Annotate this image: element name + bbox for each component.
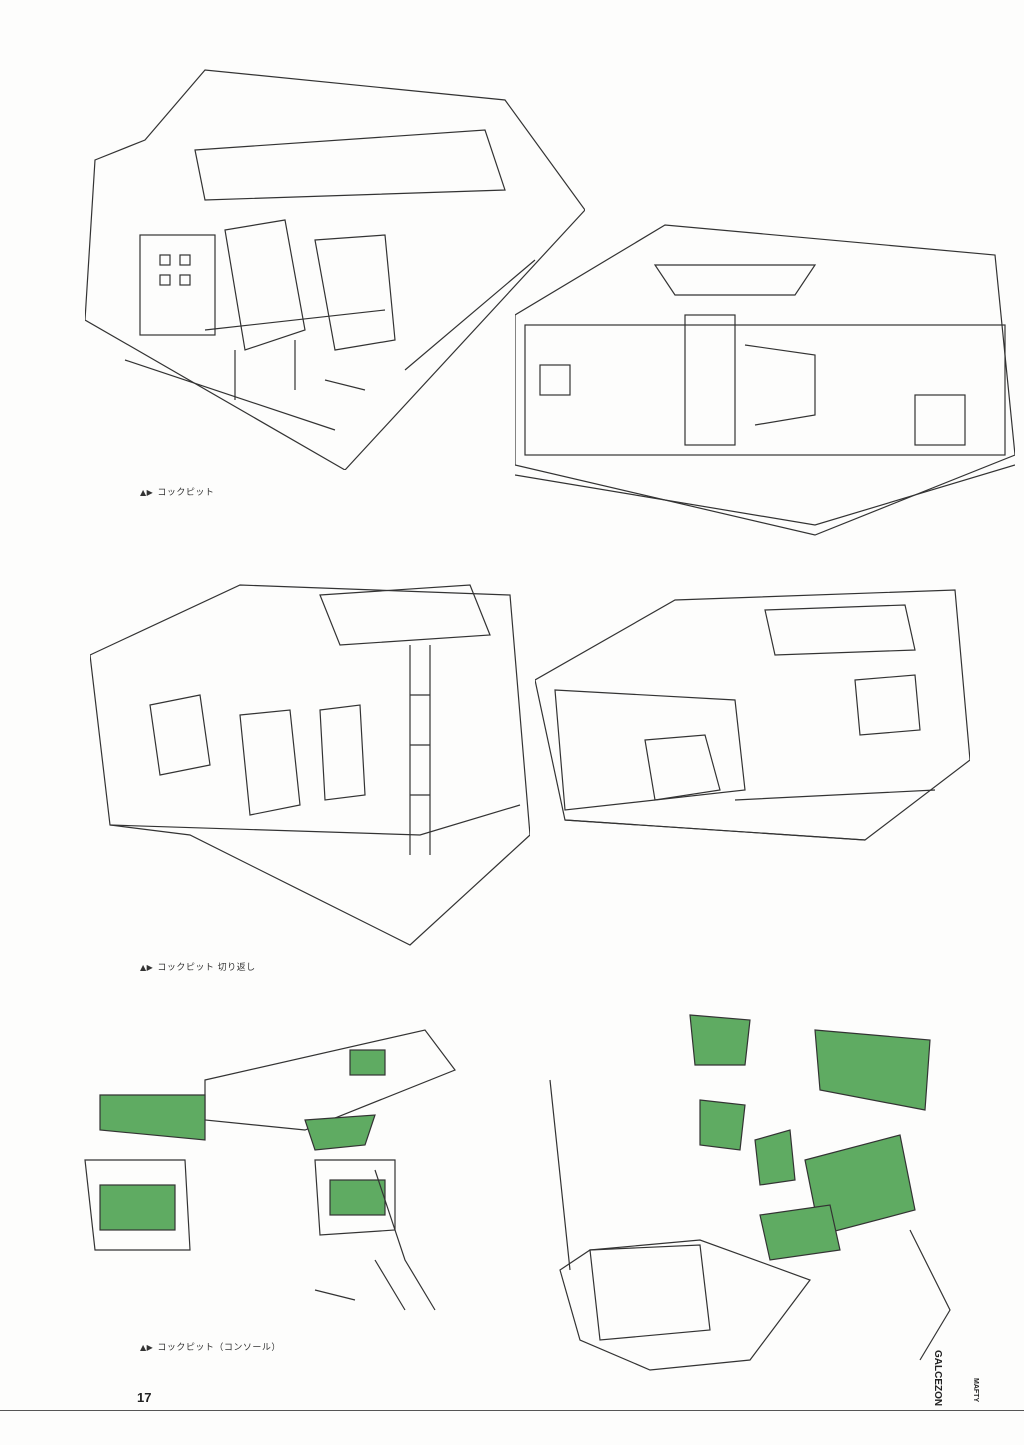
brand-mafty: MAFTY <box>972 1378 979 1403</box>
cockpit-reverse-illustration-1 <box>89 545 531 950</box>
caption-text: コックピット（コンソール） <box>157 1343 281 1353</box>
brand-galcezon: GALCEZON <box>932 1350 943 1407</box>
console-illustration-2 <box>530 1010 980 1390</box>
console-illustration-1 <box>75 1020 475 1320</box>
footer-rule <box>0 1410 1024 1411</box>
caption-cockpit-reverse: ▲▶コックピット 切り返し <box>140 960 256 973</box>
caption-mark: ▲▶ <box>140 1343 154 1352</box>
cockpit-illustration-1 <box>84 40 586 471</box>
cockpit-illustration-2 <box>514 195 1016 540</box>
caption-mark: ▲▶ <box>140 488 154 497</box>
caption-console: ▲▶コックピット（コンソール） <box>140 1340 281 1353</box>
page-number: 17 <box>137 1390 152 1405</box>
caption-cockpit: ▲▶コックピット <box>140 485 214 498</box>
cockpit-reverse-illustration-2 <box>534 560 971 940</box>
caption-text: コックピット 切り返し <box>157 963 256 973</box>
caption-mark: ▲▶ <box>140 963 154 972</box>
caption-text: コックピット <box>157 488 215 498</box>
